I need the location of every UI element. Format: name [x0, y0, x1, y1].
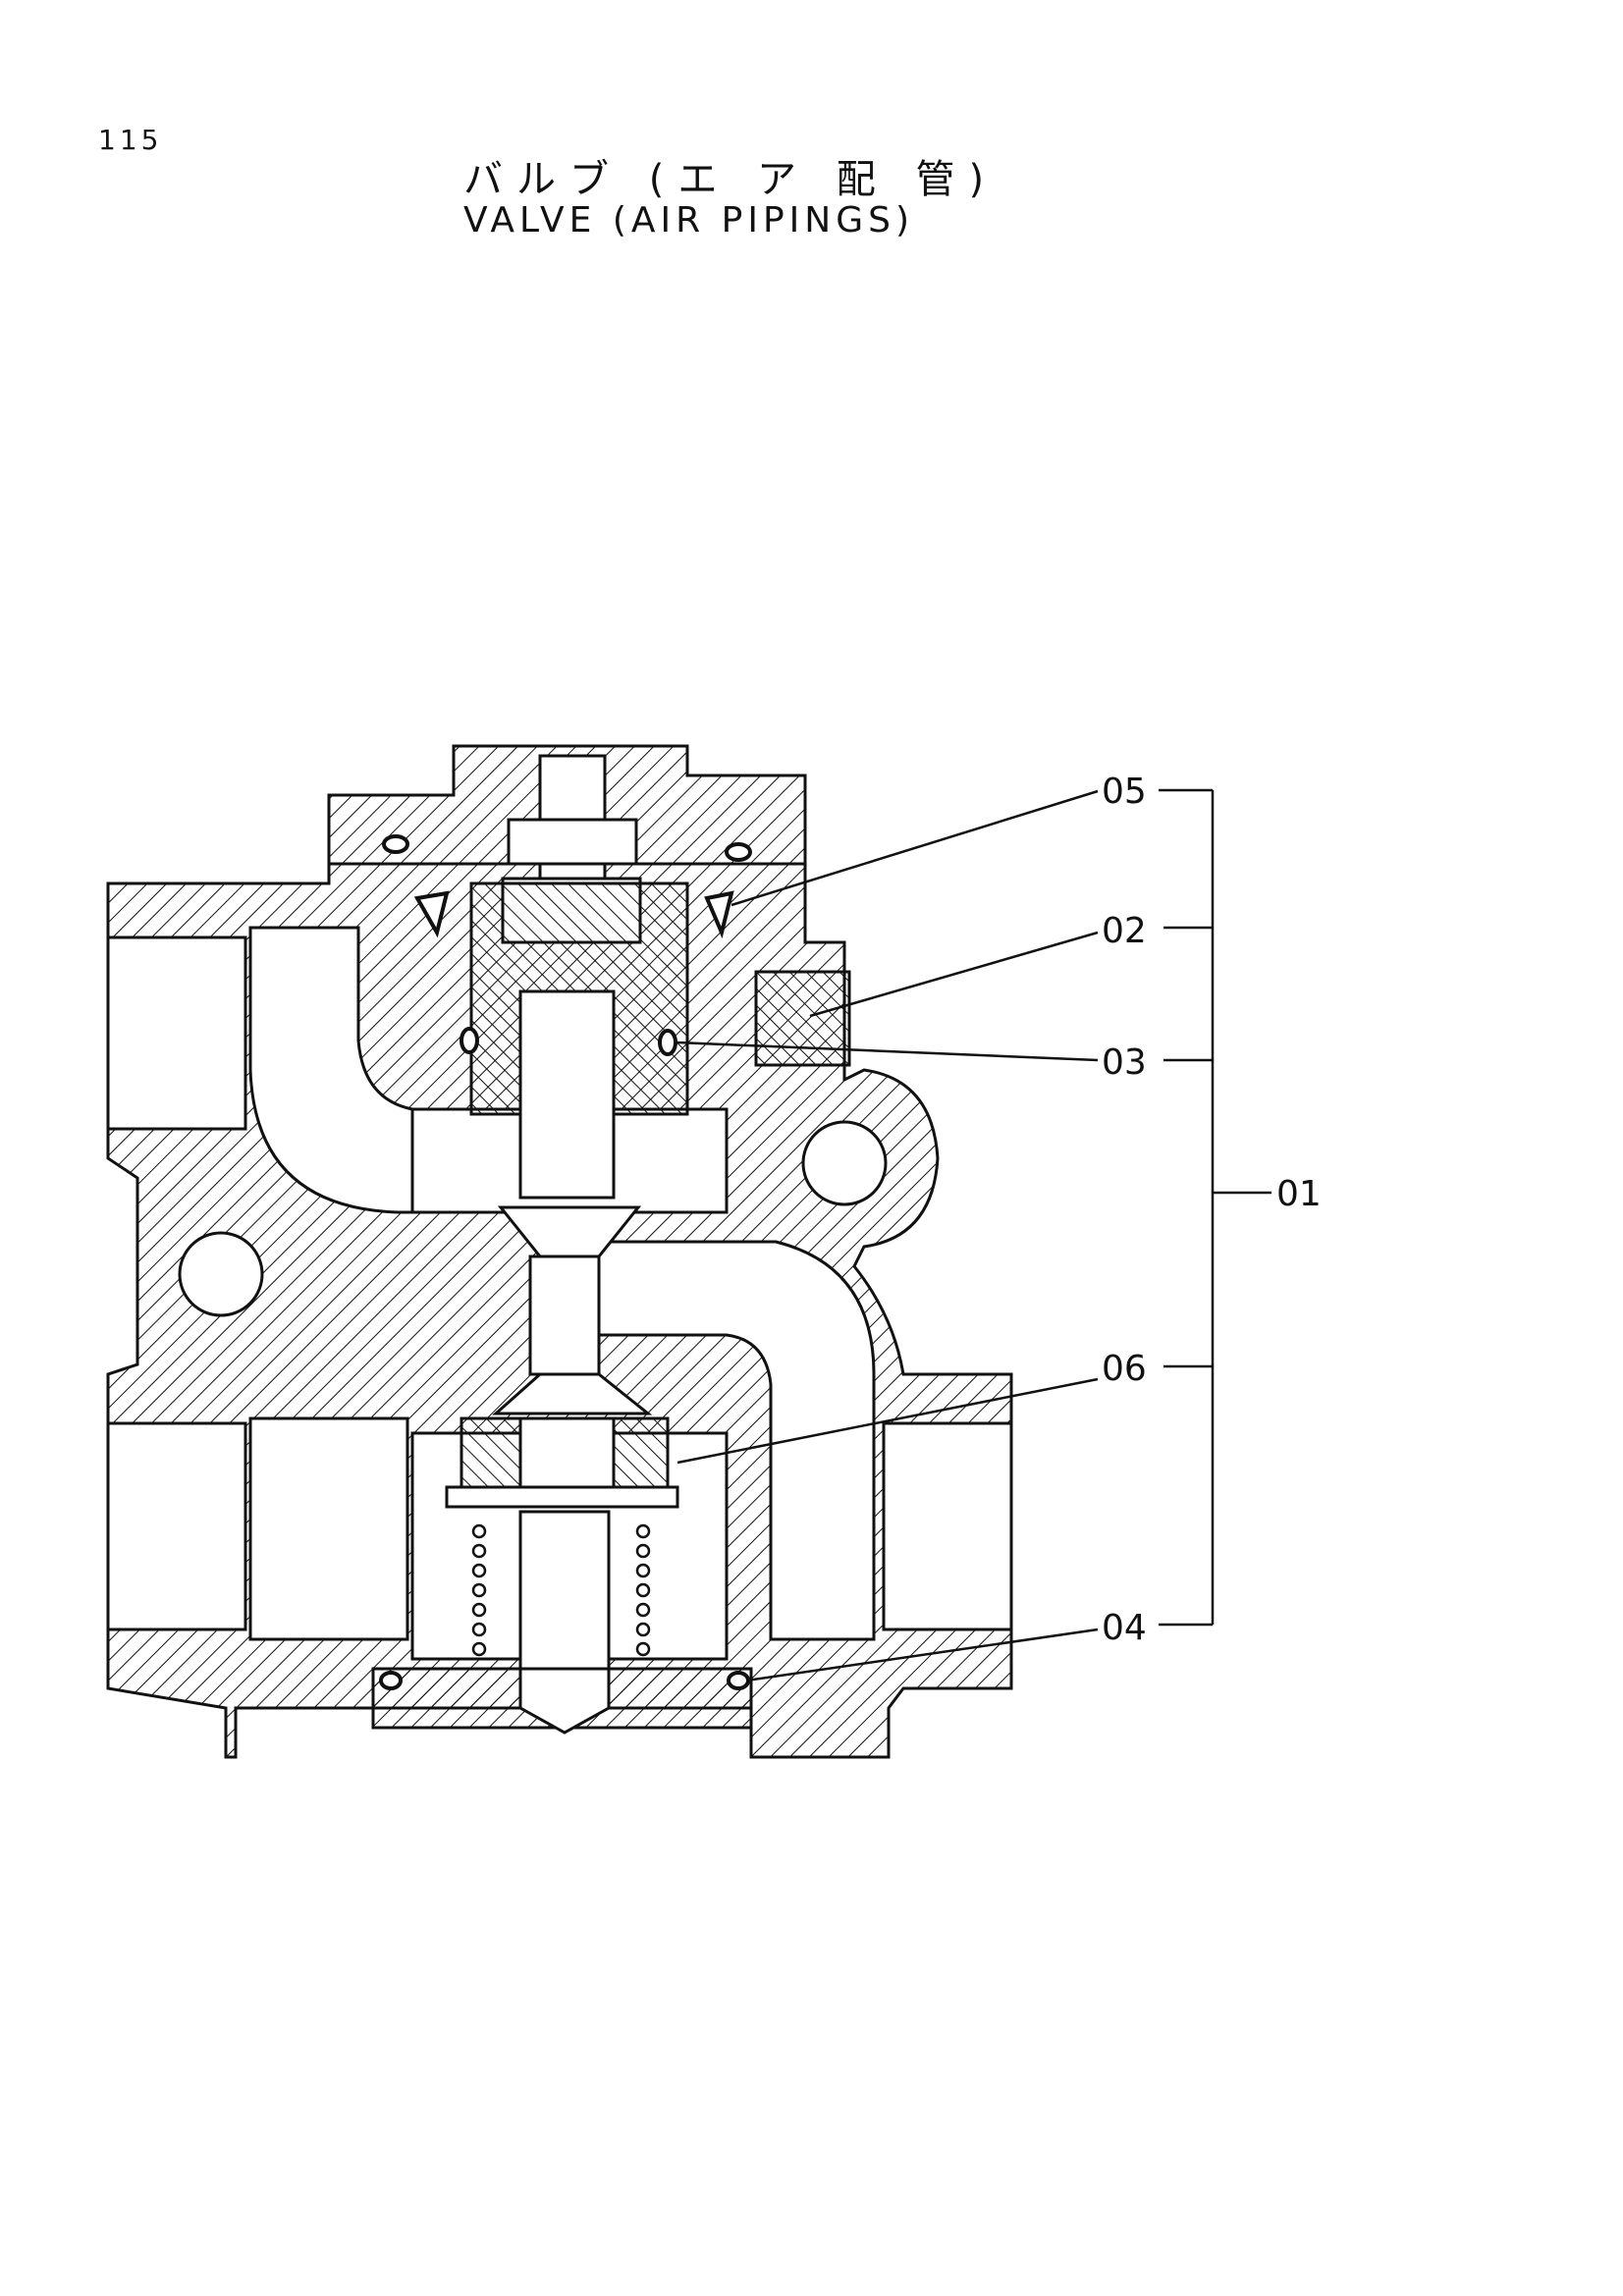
callout-labels: 05 02 03 06 04 01 — [1102, 772, 1322, 1648]
callout-01-assembly: 01 — [1276, 1174, 1322, 1214]
callout-04: 04 — [1102, 1608, 1147, 1648]
seals — [379, 834, 752, 1690]
bottom-cap — [371, 1667, 753, 1735]
title-japanese: バルブ (エ ア 配 管) — [463, 157, 999, 202]
valve-stem — [445, 754, 689, 1710]
callout-05: 05 — [1102, 772, 1147, 812]
callout-06: 06 — [1102, 1349, 1147, 1389]
leader-lines — [676, 788, 1271, 1682]
callout-02: 02 — [1102, 911, 1147, 951]
callout-03: 03 — [1102, 1042, 1147, 1083]
spring — [471, 1523, 651, 1657]
page-number: 115 — [98, 124, 163, 156]
title-english: VALVE (AIR PIPINGS) — [463, 200, 914, 240]
